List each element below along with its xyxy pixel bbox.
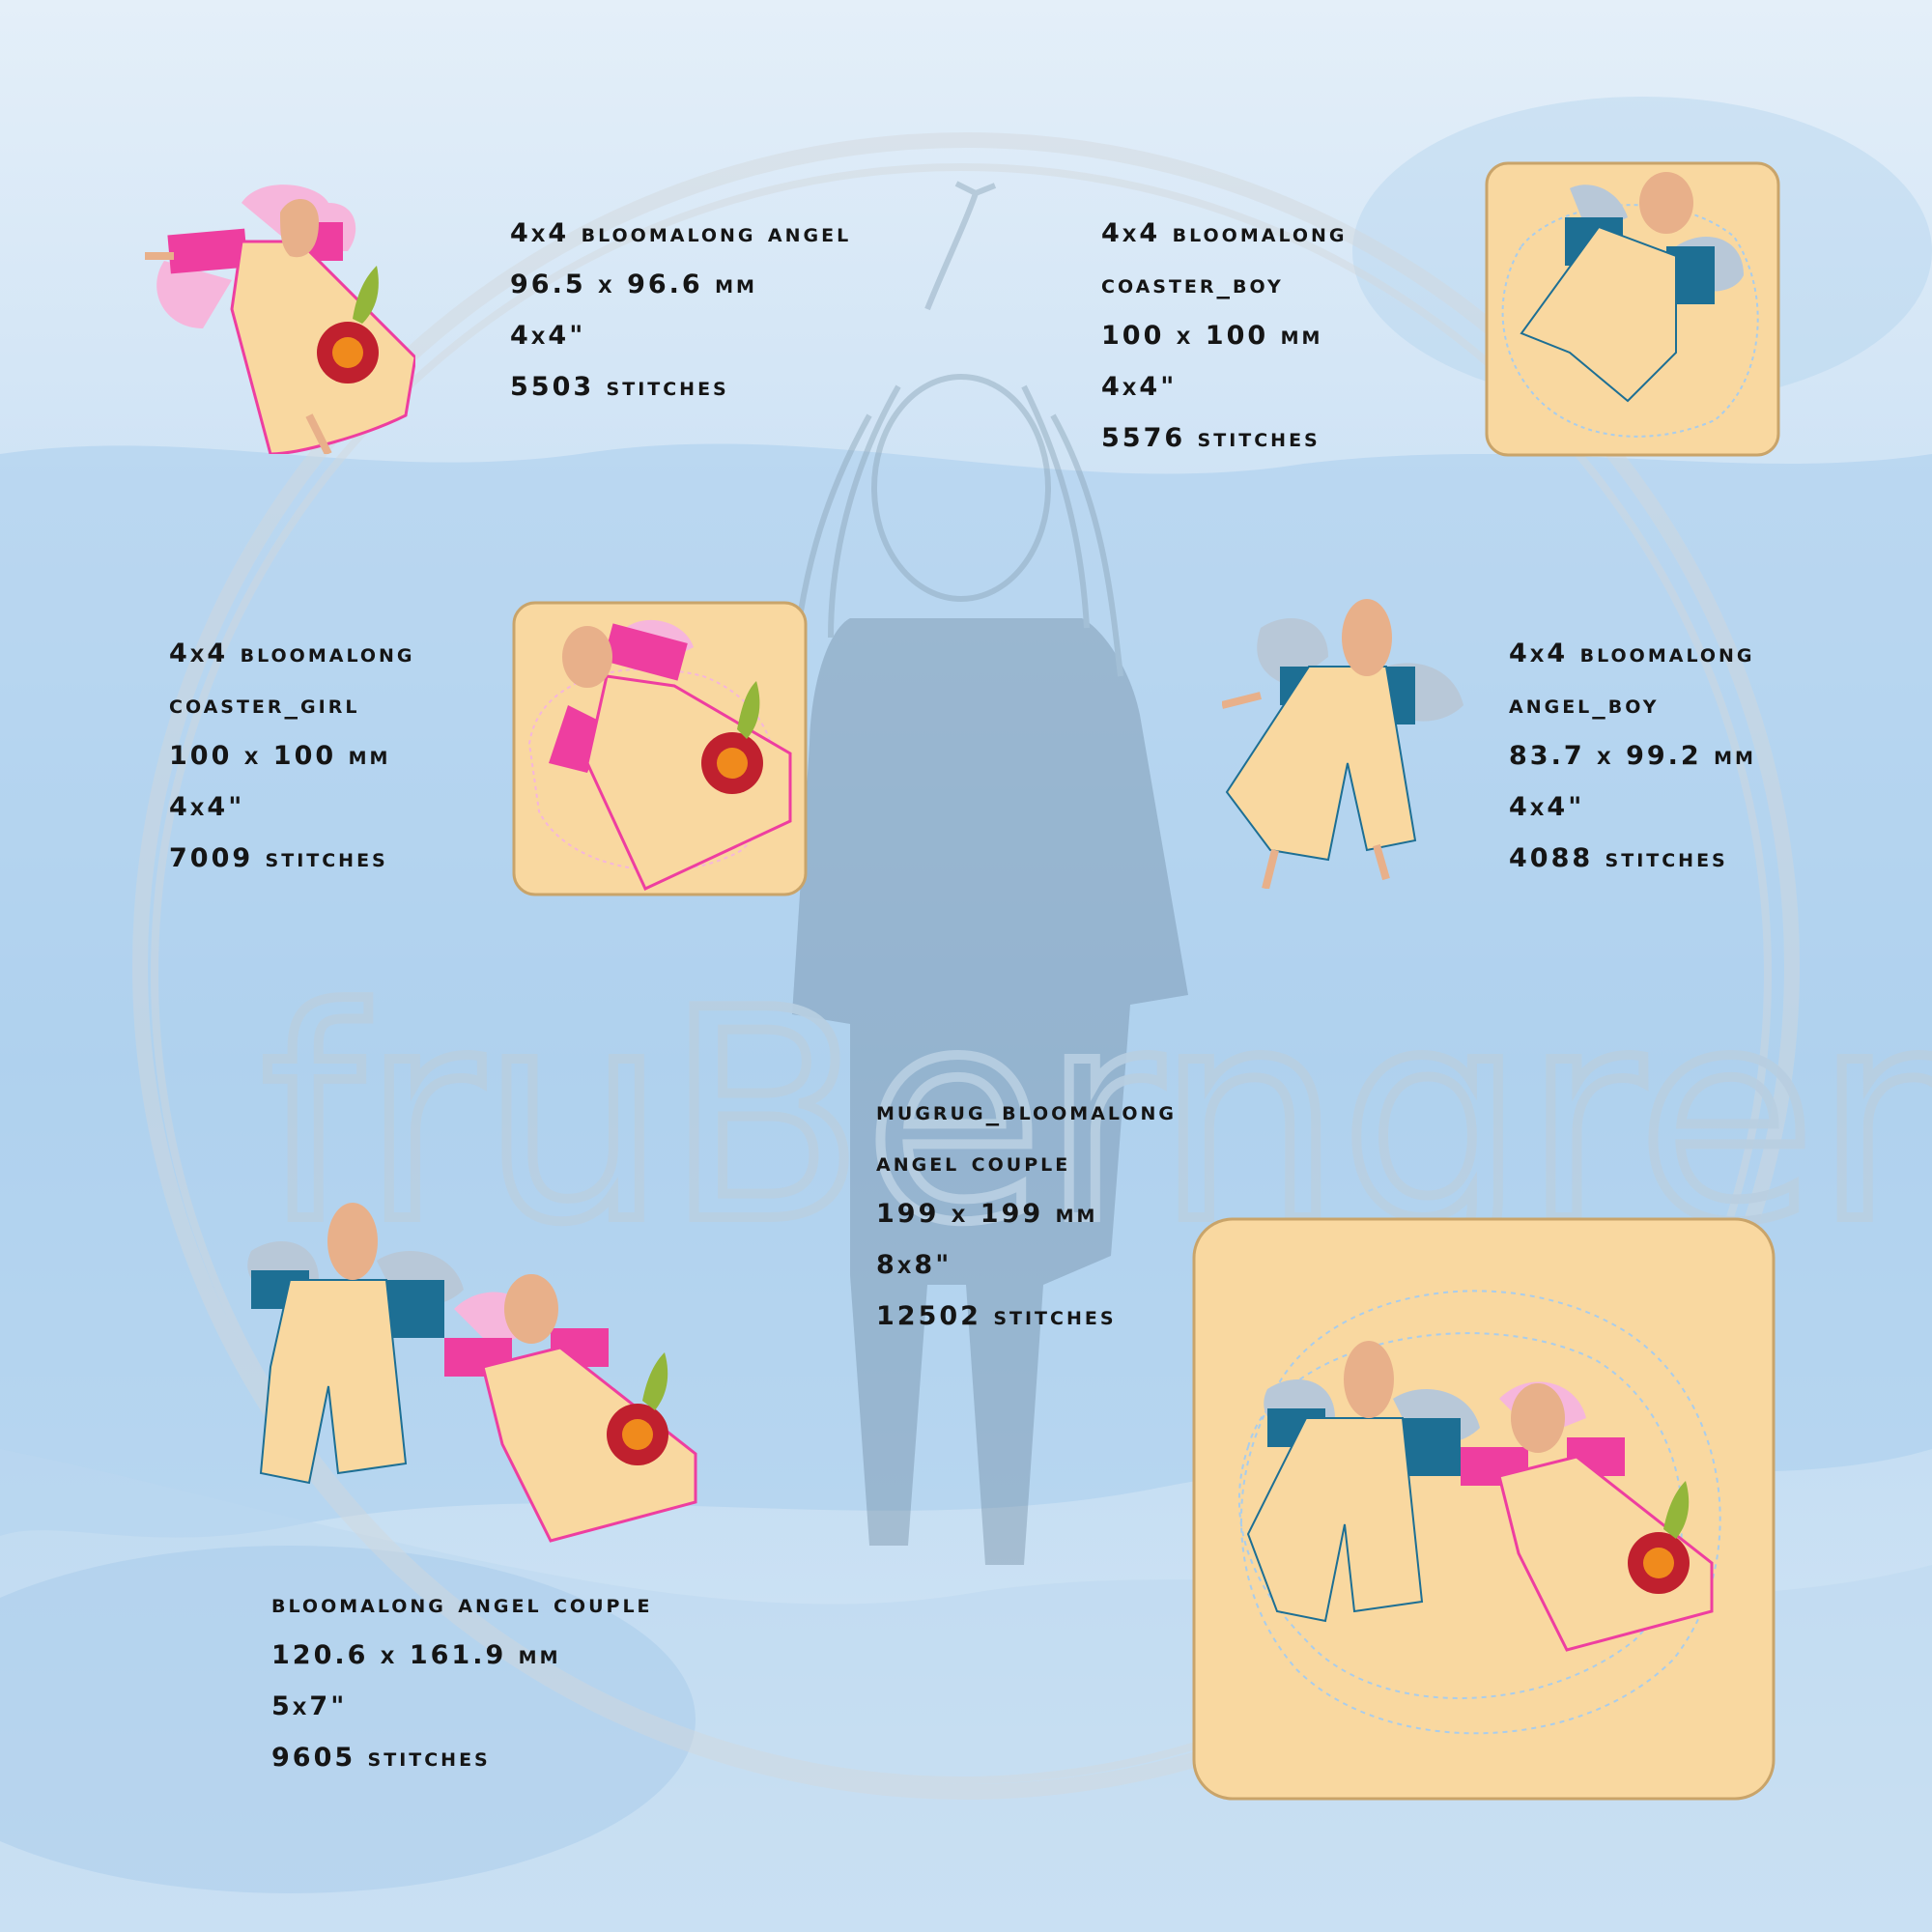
angel-girl-icon [145, 185, 415, 454]
coaster-girl-icon [512, 601, 808, 896]
design-size: 83.7 x 99.2 MM [1509, 741, 1756, 771]
design-name-line2: ANGEL_BOY [1509, 690, 1660, 720]
design-name-line1: 4x4 BLOOMALONG [1509, 639, 1755, 668]
design-size: 120.6 x 161.9 MM [271, 1640, 561, 1670]
design-info-mugrug: MUGRUG_BLOOMALONG ANGEL COUPLE 199 x 199… [876, 1086, 1177, 1342]
design-size: 100 x 100 MM [1101, 321, 1323, 351]
design-info-coaster-boy: 4x4 BLOOMALONG COASTER_BOY 100 x 100 MM … [1101, 208, 1348, 464]
design-stitches: 5576 STITCHES [1101, 423, 1321, 453]
angel-couple-icon [247, 1203, 697, 1543]
design-stitches: 5503 STITCHES [510, 372, 729, 402]
design-info-angel-couple: BLOOMALONG ANGEL COUPLE 120.6 x 161.9 MM… [271, 1578, 653, 1783]
design-stitches: 7009 STITCHES [169, 843, 388, 873]
design-name-line2: COASTER_GIRL [169, 690, 360, 720]
design-size: 100 x 100 MM [169, 741, 391, 771]
design-hoop: 8x8" [876, 1250, 952, 1280]
design-hoop: 4x4" [1101, 372, 1178, 402]
design-size: 96.5 x 96.6 MM [510, 270, 757, 299]
design-info-coaster-girl: 4x4 BLOOMALONG COASTER_GIRL 100 x 100 MM… [169, 628, 415, 884]
angel-boy-icon [1222, 599, 1463, 889]
design-name-line2: ANGEL COUPLE [876, 1148, 1071, 1178]
girl-figure-watermark [792, 618, 1188, 1565]
design-name-line2: COASTER_BOY [1101, 270, 1284, 299]
design-name-line1: MUGRUG_BLOOMALONG [876, 1096, 1177, 1126]
design-hoop: 4x4" [1509, 792, 1585, 822]
design-hoop: 4x4" [169, 792, 245, 822]
mugrug-couple-icon [1192, 1217, 1776, 1801]
coaster-boy-icon [1485, 161, 1780, 457]
design-name-line1: 4x4 BLOOMALONG [1101, 218, 1348, 248]
design-hoop: 4x4" [510, 321, 586, 351]
design-info-angel-boy: 4x4 BLOOMALONG ANGEL_BOY 83.7 x 99.2 MM … [1509, 628, 1756, 884]
design-name-line1: 4x4 BLOOMALONG [169, 639, 415, 668]
design-name: 4x4 BLOOMALONG ANGEL [510, 218, 852, 248]
design-info-angel: 4x4 BLOOMALONG ANGEL 96.5 x 96.6 MM 4x4"… [510, 208, 851, 412]
girl-face-watermark [789, 181, 1123, 677]
design-name: BLOOMALONG ANGEL COUPLE [271, 1589, 653, 1619]
design-size: 199 x 199 MM [876, 1199, 1098, 1229]
design-stitches: 9605 STITCHES [271, 1743, 491, 1773]
design-hoop: 5x7" [271, 1691, 348, 1721]
design-stitches: 4088 STITCHES [1509, 843, 1728, 873]
design-stitches: 12502 STITCHES [876, 1301, 1117, 1331]
